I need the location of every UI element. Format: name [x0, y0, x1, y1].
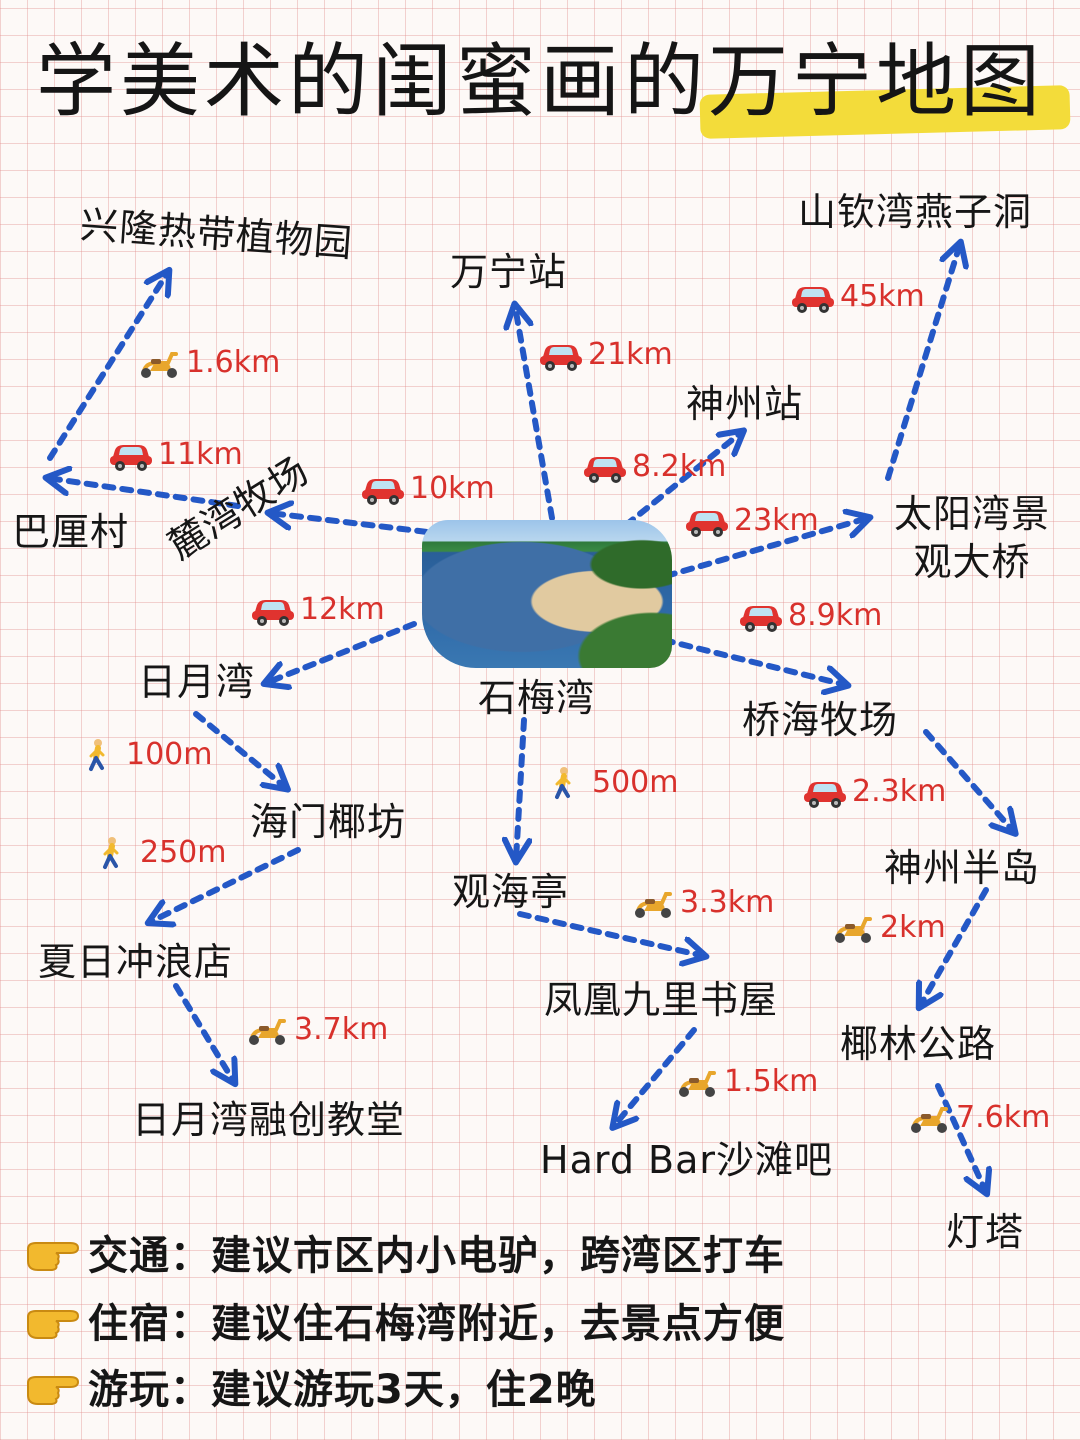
page-title: 学美术的闺蜜画的万宁地图 — [36, 35, 1044, 128]
place-bali: 巴厘村 — [12, 510, 130, 554]
car-icon — [250, 593, 296, 627]
place-haimen: 海门椰坊 — [250, 800, 407, 844]
tip-lodging: 住宿：建议住石梅湾附近，去景点方便 — [24, 1290, 1044, 1350]
pedestrian-icon — [76, 738, 122, 772]
arrow-guanhai-to-fenghuang — [517, 911, 704, 956]
place-lighthouse: 灯塔 — [946, 1210, 1025, 1254]
pointing-hand-icon — [24, 1299, 82, 1341]
place-church: 日月湾融创教堂 — [132, 1098, 406, 1142]
arrow-bali-to-xinglong — [47, 272, 168, 461]
distance-label: 1.5km — [674, 1064, 818, 1099]
place-guanhai: 观海亭 — [452, 870, 570, 914]
pointing-hand-icon — [24, 1365, 82, 1407]
scooter-icon — [830, 911, 876, 945]
place-riyuewan: 日月湾 — [138, 660, 256, 704]
distance-label: 10km — [360, 471, 495, 506]
place-shimeiwan: 石梅湾 — [478, 676, 596, 720]
scooter-icon — [136, 346, 182, 380]
car-icon — [738, 599, 784, 633]
car-icon — [360, 472, 406, 506]
pedestrian-icon — [542, 766, 588, 800]
distance-label: 8.2km — [582, 449, 726, 484]
car-icon — [108, 438, 154, 472]
arrow-haimen-to-xiari — [150, 847, 301, 922]
arrow-xiari-to-church — [173, 983, 234, 1082]
car-icon — [802, 775, 848, 809]
car-icon — [538, 338, 584, 372]
distance-label: 11km — [108, 437, 243, 472]
title-block: 学美术的闺蜜画的万宁地图 — [0, 18, 1080, 139]
place-taiyangwan: 太阳湾景观大桥 — [893, 492, 1050, 584]
distance-label: 21km — [538, 337, 673, 372]
pedestrian-icon — [90, 836, 136, 870]
arrow-taiyangwan-to-shanqin — [885, 244, 960, 481]
distance-label: 8.9km — [738, 598, 882, 633]
arrow-qiaohai-to-peninsula — [923, 729, 1014, 832]
distance-label: 500m — [542, 765, 678, 800]
arrow-to-qiaohai — [661, 637, 846, 685]
place-shenzhou-peninsula: 神州半岛 — [884, 846, 1041, 890]
place-wanning-station: 万宁站 — [450, 250, 568, 294]
distance-label: 2km — [830, 910, 946, 945]
tip-itinerary: 游玩：建议游玩3天，住2晚 — [24, 1356, 1044, 1416]
car-icon — [790, 280, 836, 314]
place-shanqin: 山钦湾燕子洞 — [798, 190, 1033, 234]
arrow-riyuewan-to-haimen — [193, 711, 286, 788]
distance-label: 1.6km — [136, 345, 280, 380]
distance-label: 45km — [790, 279, 925, 314]
distance-label: 7.6km — [906, 1100, 1050, 1135]
pointing-hand-icon — [24, 1231, 82, 1273]
arrow-peninsula-to-yelin — [920, 887, 989, 1006]
arrow-to-wanning-station — [515, 306, 555, 521]
arrow-to-luwan — [270, 513, 447, 537]
scooter-icon — [630, 886, 676, 920]
arrow-yelin-to-lighthouse — [935, 1083, 986, 1192]
arrow-to-riyuewan — [266, 621, 417, 683]
scooter-icon — [674, 1065, 720, 1099]
scooter-icon — [906, 1101, 952, 1135]
place-qiaohai: 桥海牧场 — [742, 698, 899, 742]
distance-label: 3.7km — [244, 1012, 388, 1047]
place-shenzhou-station: 神州站 — [686, 382, 804, 426]
place-hardbar: Hard Bar沙滩吧 — [540, 1138, 833, 1182]
distance-label: 12km — [250, 592, 385, 627]
place-yelin: 椰林公路 — [840, 1022, 997, 1066]
tip-transport: 交通：建议市区内小电驴，跨湾区打车 — [24, 1222, 1044, 1282]
car-icon — [684, 504, 730, 538]
arrow-to-taiyangwan — [663, 518, 868, 579]
arrow-to-guanhai — [516, 717, 524, 860]
place-xiari: 夏日冲浪店 — [38, 940, 234, 984]
distance-label: 23km — [684, 503, 819, 538]
arrow-fenghuang-to-hardbar — [614, 1027, 697, 1126]
distance-label: 100m — [76, 737, 212, 772]
distance-label: 3.3km — [630, 885, 774, 920]
car-icon — [582, 450, 628, 484]
scooter-icon — [244, 1013, 290, 1047]
distance-label: 2.3km — [802, 774, 946, 809]
shimeiwan-photo — [422, 520, 672, 668]
place-fenghuang: 凤凰九里书屋 — [544, 978, 779, 1022]
arrow-to-shenzhou-station — [623, 432, 742, 528]
arrow-luwan-to-bali — [48, 478, 241, 509]
distance-label: 250m — [90, 835, 226, 870]
